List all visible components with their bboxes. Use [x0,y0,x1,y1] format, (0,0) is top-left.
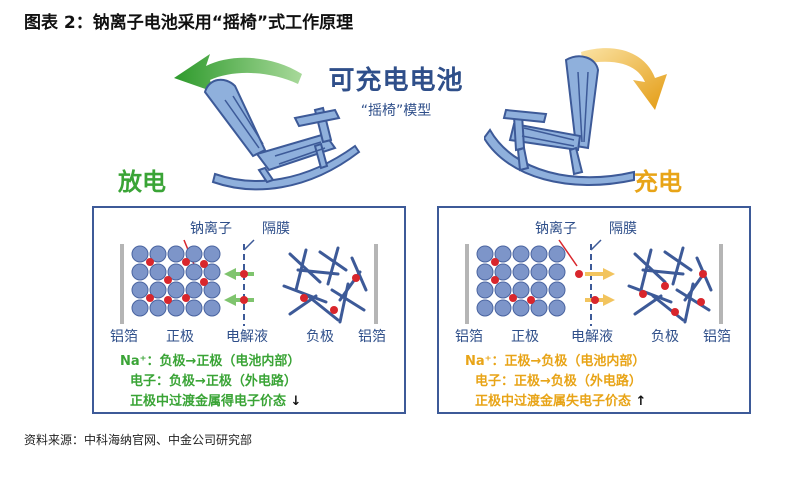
charge-panel: 钠离子 隔膜 [437,206,751,414]
ion-label: 钠离子 [190,221,232,237]
anode-label: 负极 [651,329,679,345]
foil-right-label: 铝箔 [358,329,386,345]
battery-diagram-right [465,239,723,326]
figure-title: 图表 2：钠离子电池采用“摇椅”式工作原理 [24,13,354,33]
rocking-chair-left-icon [203,78,361,191]
separator-label: 隔膜 [609,221,637,237]
anode-carbon-icon [627,246,713,324]
anode-label: 负极 [306,329,334,345]
source-note: 资料来源：中科海纳官网、中金公司研究部 [24,433,253,447]
charge-arrow-icon [581,48,667,110]
electrolyte-label: 电解液 [571,329,613,345]
battery-diagram-left [120,239,378,326]
charge-label: 充电 [634,168,682,196]
cathode-lattice-icon [131,245,221,317]
anode-carbon-icon [282,246,368,324]
ion-label: 钠离子 [535,221,577,237]
ion-flow-arrow-icon [585,268,615,306]
discharge-arrow-icon [174,54,302,92]
valence-text: 正极中过渡金属失电子价态 ↑ [475,394,647,409]
electron-direction-text: 电子：正极→负极（外电路） [475,374,642,389]
ion-direction-text: Na⁺：正极→负极（电池内部） [465,354,646,369]
cathode-label: 正极 [166,329,194,345]
foil-right-label: 铝箔 [703,329,731,345]
ion-direction-text: Na⁺：负极→正极（电池内部） [120,354,301,369]
ion-flow-arrow-icon [224,268,254,306]
valence-text: 正极中过渡金属得电子价态 ↓ [130,394,302,409]
cathode-label: 正极 [511,329,539,345]
discharge-label: 放电 [118,168,166,196]
foil-left-label: 铝箔 [455,329,483,345]
valence-down-arrow-icon: ↓ [290,394,302,409]
cathode-lattice-icon [476,245,566,317]
valence-up-arrow-icon: ↑ [635,394,647,409]
center-title: 可充电电池 [328,66,464,96]
discharge-panel: 钠离子 隔膜 [92,206,406,414]
separator-label: 隔膜 [262,221,290,237]
foil-left-label: 铝箔 [110,329,138,345]
electrolyte-label: 电解液 [226,329,268,345]
center-subtitle: “摇椅”模型 [360,103,432,119]
rocking-chair-right-icon [484,55,635,186]
electron-direction-text: 电子：负极→正极（外电路） [130,374,297,389]
